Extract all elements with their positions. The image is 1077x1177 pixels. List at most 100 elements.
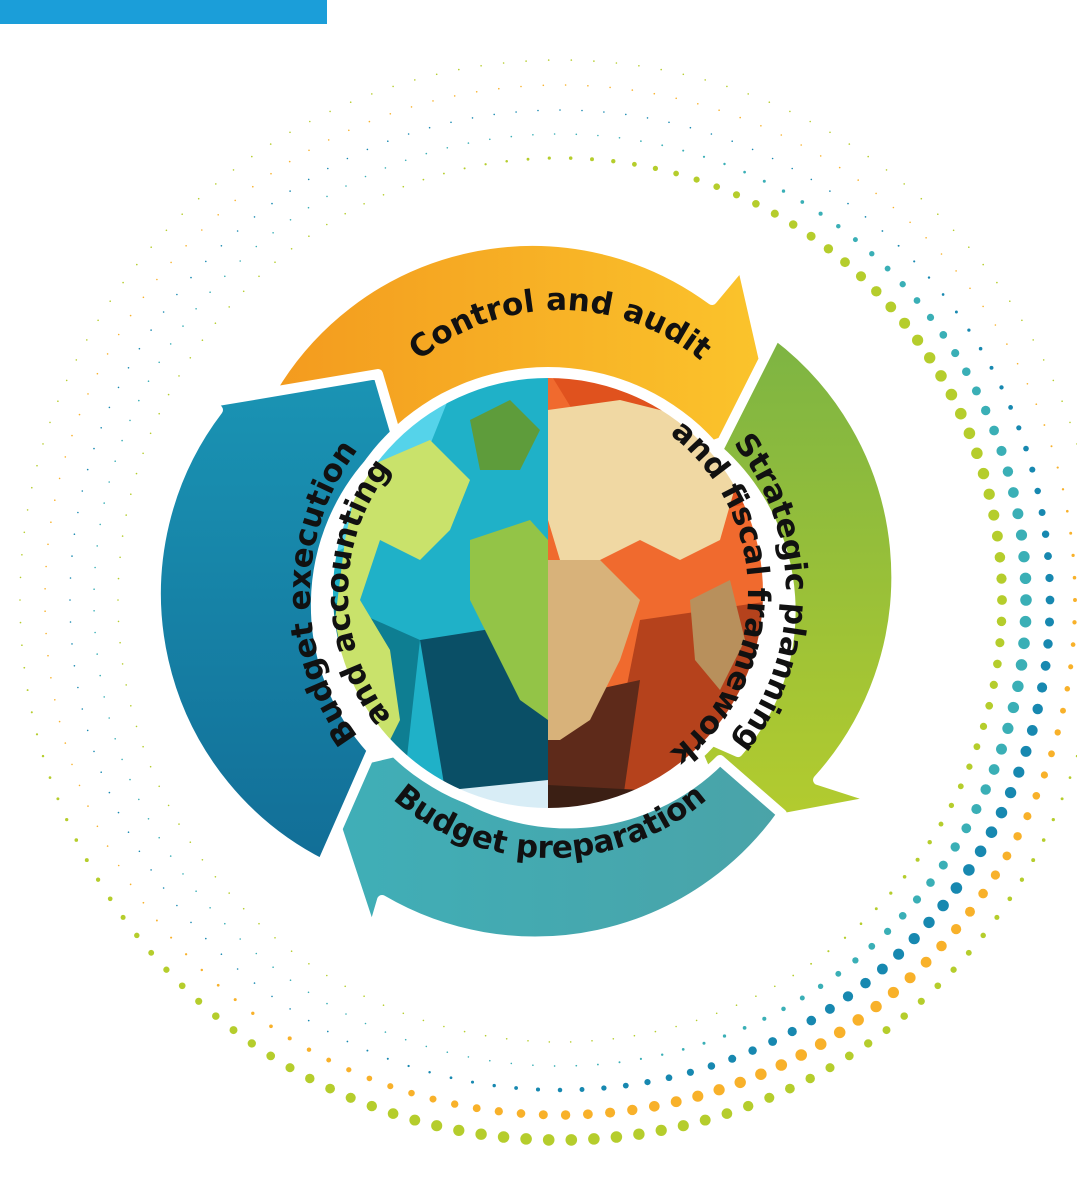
halo-dot [384, 1031, 387, 1033]
halo-dot [407, 133, 410, 135]
halo-dot [909, 221, 911, 224]
halo-dot [47, 654, 49, 657]
halo-dot [150, 246, 152, 248]
halo-dot [266, 1051, 276, 1061]
halo-dot [994, 914, 1000, 920]
halo-dot [940, 253, 943, 255]
halo-dot [857, 179, 859, 181]
halo-dot [156, 278, 158, 281]
halo-dot [345, 1092, 356, 1103]
halo-dot [874, 907, 878, 911]
halo-dot [713, 183, 721, 191]
halo-dot [195, 890, 197, 892]
halo-dot [348, 129, 350, 132]
halo-dot [472, 1104, 481, 1113]
halo-dot [189, 357, 192, 359]
halo-dot [69, 599, 71, 601]
halo-dot [1016, 425, 1022, 431]
halo-dot [989, 425, 999, 436]
halo-dot [100, 771, 102, 773]
halo-dot [77, 686, 79, 689]
halo-dot [149, 432, 152, 435]
halo-dot [289, 1008, 291, 1010]
halo-dot [995, 806, 1008, 819]
halo-dot [934, 982, 942, 990]
halo-dot [428, 126, 431, 129]
halo-dot [432, 100, 434, 102]
halo-dot [326, 1030, 329, 1033]
halo-dot [1023, 812, 1032, 821]
halo-dot [167, 804, 170, 807]
halo-dot [955, 407, 967, 420]
halo-dot [1069, 531, 1073, 535]
halo-dot [951, 349, 960, 358]
halo-dot [271, 202, 273, 205]
halo-dot [453, 95, 456, 97]
halo-dot [288, 160, 291, 163]
halo-dot [1040, 771, 1049, 779]
halo-dot [870, 1000, 882, 1013]
halo-dot [868, 942, 876, 950]
halo-dot [732, 191, 741, 199]
halo-dot [209, 291, 211, 294]
halo-dot [87, 393, 89, 395]
halo-dot [58, 720, 61, 723]
halo-dot [927, 276, 931, 279]
halo-dot [167, 393, 170, 396]
halo-dot [625, 113, 627, 116]
halo-dot [1043, 424, 1046, 426]
halo-dot [255, 952, 258, 955]
halo-dot [755, 1068, 767, 1080]
halo-dot [158, 836, 160, 839]
halo-dot [689, 126, 692, 129]
halo-dot [1061, 488, 1065, 491]
halo-dot [215, 183, 217, 185]
halo-dot [764, 1092, 775, 1103]
halo-dot [860, 977, 871, 989]
halo-dot [935, 370, 947, 382]
halo-dot [95, 877, 101, 882]
halo-dot [305, 1073, 315, 1084]
halo-dot [50, 677, 52, 679]
halo-dot [897, 244, 900, 247]
halo-dot [1051, 817, 1055, 822]
halo-dot [35, 733, 39, 736]
halo-dot [484, 163, 487, 166]
halo-dot [129, 778, 131, 781]
halo-dot [475, 1128, 487, 1140]
halo-dot [985, 826, 998, 838]
halo-dot [859, 922, 863, 925]
halo-dot [686, 1068, 694, 1076]
halo-dot [899, 281, 906, 288]
halo-dot [908, 932, 920, 945]
halo-dot [1041, 838, 1046, 842]
halo-dot [979, 722, 988, 731]
halo-dot [1013, 766, 1025, 778]
halo-dot [520, 85, 522, 88]
halo-dot [965, 949, 972, 956]
halo-dot [78, 784, 81, 787]
halo-dot [148, 949, 155, 956]
halo-dot [236, 230, 239, 232]
halo-dot [44, 588, 46, 590]
halo-dot [760, 125, 762, 127]
halo-dot [120, 914, 126, 920]
halo-dot [884, 265, 891, 272]
halo-dot [618, 1061, 621, 1064]
halo-dot [980, 932, 986, 939]
arrow-strategic-planning [683, 330, 902, 833]
halo-dot [773, 985, 776, 988]
halo-dot [410, 106, 413, 108]
halo-dot [817, 983, 824, 989]
halo-dot [505, 1038, 508, 1040]
halo-dot [704, 79, 706, 81]
halo-dot [96, 825, 99, 828]
halo-dot [345, 1013, 347, 1015]
halo-dot [954, 310, 958, 314]
halo-dot [21, 644, 23, 647]
halo-dot [660, 1053, 664, 1056]
halo-dot [26, 689, 29, 692]
halo-dot [364, 1022, 367, 1025]
halo-dot [309, 120, 311, 123]
halo-dot [632, 161, 637, 167]
